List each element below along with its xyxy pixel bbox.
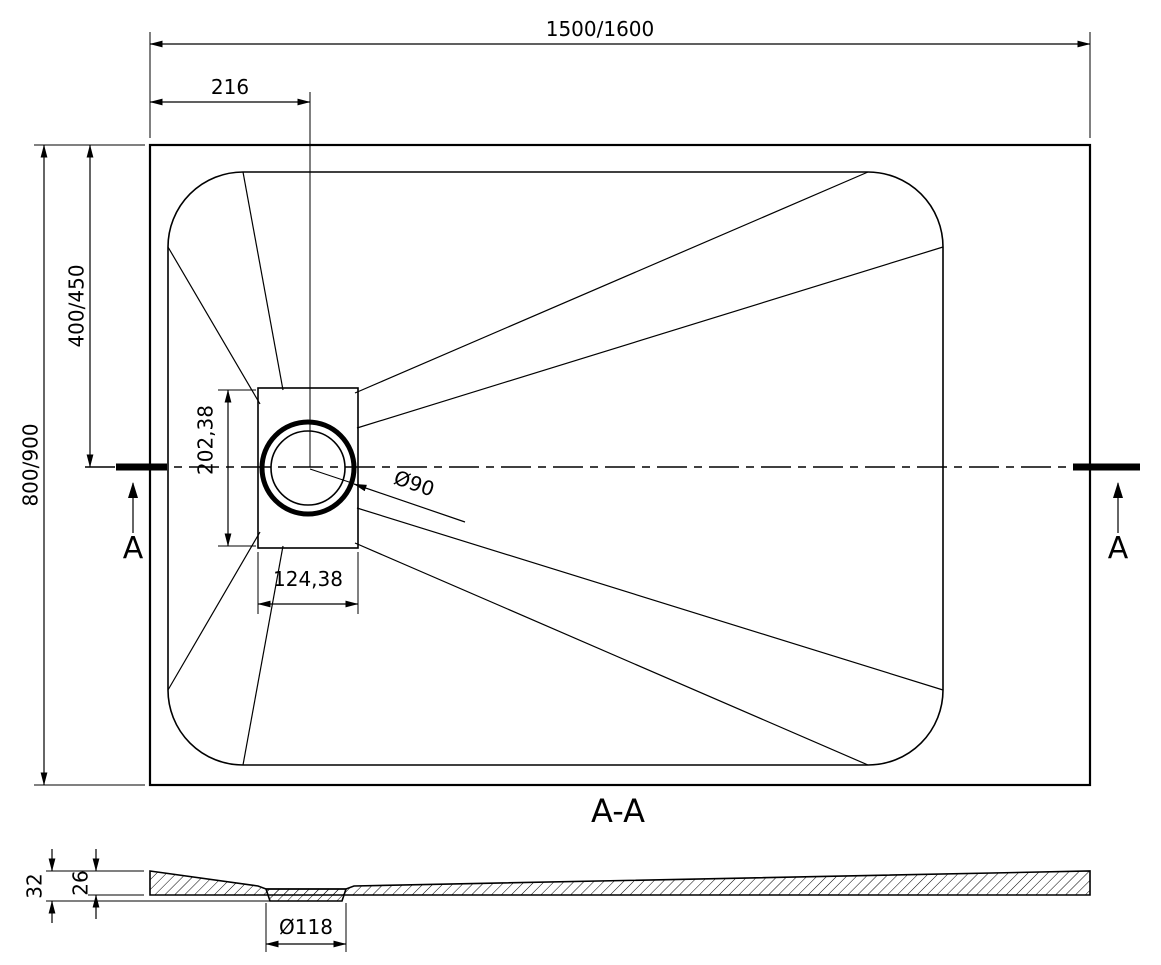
section-arrow-left: A	[123, 482, 144, 566]
drain-boss-section	[264, 888, 348, 902]
drain-cutout-rect	[257, 387, 359, 549]
dim-total-height: 32	[23, 849, 270, 923]
slope-lines	[167, 171, 944, 766]
section-label-right: A	[1108, 531, 1129, 566]
tray-outer-edge	[148, 143, 1092, 787]
dim-drain-offset: 216	[149, 75, 311, 467]
drain-ring-inner	[270, 430, 346, 506]
dim-total-height-label: 32	[23, 873, 47, 898]
dim-body-height-label: 26	[69, 870, 93, 895]
dim-body-height: 26	[69, 849, 144, 919]
section-view: A-A 32 26 Ø118	[23, 792, 1091, 952]
dim-drain-offset-label: 216	[211, 75, 249, 99]
drain-ring-outer	[259, 419, 357, 517]
section-label-left: A	[123, 531, 144, 566]
dim-drain-hole: Ø118	[265, 903, 347, 952]
dim-cutout-width-label: 124,38	[273, 567, 343, 591]
dim-cutout-height-label: 202,38	[194, 405, 218, 475]
dim-drain-center: 400/450	[65, 144, 94, 468]
dim-drain-center-label: 400/450	[65, 264, 89, 347]
top-view: A A 1500/1600 216 800/900	[19, 17, 1140, 787]
dim-overall-depth-label: 800/900	[19, 423, 43, 506]
section-title: A-A	[591, 792, 645, 830]
dim-overall-width-label: 1500/1600	[546, 17, 655, 41]
dim-drain-diameter-label: Ø90	[391, 465, 438, 501]
tray-inner-surface	[167, 171, 944, 766]
tray-section-profile	[149, 870, 1091, 896]
dim-cutout-width: 124,38	[257, 552, 359, 614]
dim-drain-hole-label: Ø118	[279, 915, 333, 939]
dim-drain-diameter: Ø90	[309, 465, 466, 523]
dim-overall-width: 1500/1600	[149, 17, 1091, 138]
dim-cutout-height: 202,38	[194, 389, 256, 547]
section-arrow-right: A	[1108, 482, 1129, 566]
